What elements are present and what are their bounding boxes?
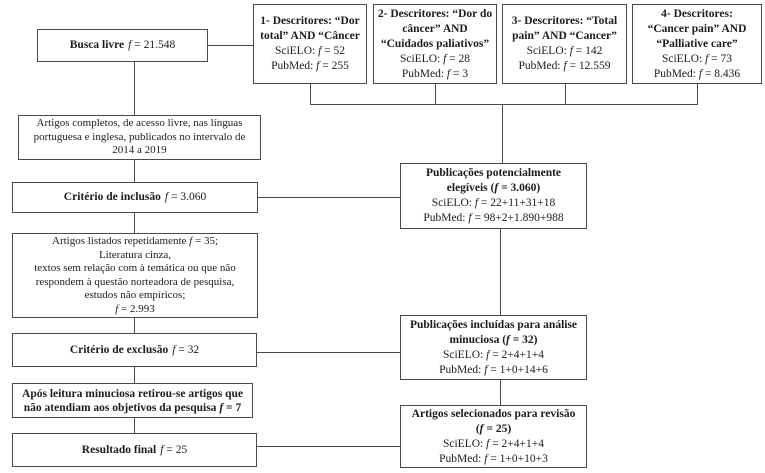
box-value: f = 32 — [172, 343, 200, 356]
box-text: PubMed: f = 255 — [271, 60, 349, 72]
box-descritores-2: 2- Descritores: “Dor do câncer” AND “Cui… — [373, 4, 497, 84]
box-text: respondem à questão norteadora de pesqui… — [35, 275, 235, 288]
box-text: 2- Descritores: “Dor do — [377, 7, 493, 20]
connector-descritores4-drop — [697, 84, 698, 104]
connector-busca-to-descritores1 — [208, 45, 253, 46]
box-text: Literatura cinza, — [98, 248, 172, 261]
box-text: textos sem relação com à temática ou que… — [34, 262, 236, 274]
box-label: Busca livre — [69, 39, 125, 51]
box-text: SciELO: f = 2+4+1+4 — [442, 437, 545, 450]
box-text: SciELO: f = 52 — [274, 45, 346, 57]
box-text: SciELO: f = 22+11+31+18 — [431, 197, 556, 209]
box-text: Artigos listados repetidamente f = 35; — [52, 235, 218, 247]
connector-exclusao-to-incluidas — [257, 352, 400, 353]
box-text: Artigos completos, de acesso livre, nas … — [36, 117, 243, 130]
box-artigos-completos: Artigos completos, de acesso livre, nas … — [18, 115, 261, 160]
box-descritores-4: 4- Descritores: “Cancer pain” AND “Palli… — [632, 4, 762, 84]
box-publicacoes-elegiveis: Publicações potencialmente elegíveis (f … — [400, 163, 587, 229]
box-text: SciELO: f = 2+4+1+4 — [442, 348, 545, 361]
box-text: elegíveis (f = 3.060) — [446, 182, 541, 194]
box-value: f = 25 — [160, 443, 188, 456]
box-text: f = 2.993 — [115, 302, 155, 315]
box-apos-leitura: Após leitura minuciosa retirou-se artigo… — [12, 383, 253, 418]
box-text: PubMed: f = 98+2+1.890+988 — [423, 212, 564, 224]
box-artigos-listados: Artigos listados repetidamente f = 35; L… — [12, 233, 258, 318]
box-text: “Palliative care” — [656, 37, 738, 50]
box-text: 4- Descritores: — [661, 7, 733, 20]
box-text: portuguesa e inglesa, publicados no inte… — [33, 130, 246, 143]
box-text: 2014 a 2019 — [112, 144, 167, 157]
box-text: Publicações potencialmente — [425, 167, 562, 179]
box-descritores-3: 3- Descritores: “Total pain” AND “Cancer… — [502, 4, 627, 84]
connector-descritores3-drop — [565, 84, 566, 104]
box-text: PubMed: f = 1+0+10+3 — [439, 452, 548, 465]
box-publicacoes-incluidas: Publicações incluídas para análise minuc… — [400, 315, 587, 380]
box-text: Publicações incluídas para análise — [409, 318, 578, 331]
box-descritores-1: 1- Descritores: “Dor total” AND “Câncer … — [253, 4, 367, 84]
connector-listados-to-exclusao — [134, 318, 135, 333]
box-text: minuciosa (f = 32) — [449, 333, 538, 346]
connector-descritores2-drop — [435, 84, 436, 104]
box-text: SciELO: f = 28 — [399, 52, 471, 65]
connector-resultado-to-selecionados — [257, 446, 400, 447]
box-text: câncer” AND — [402, 22, 468, 35]
box-label: Critério de exclusão — [69, 343, 169, 356]
box-text: Artigos selecionados para revisão — [411, 407, 576, 420]
box-text: pain” AND “Cancer” — [512, 30, 617, 42]
connector-exclusao-to-apos-leitura — [134, 367, 135, 383]
box-text: “Cuidados paliativos” — [380, 37, 490, 50]
box-artigos-selecionados: Artigos selecionados para revisão (f = 2… — [400, 405, 587, 468]
box-label: Critério de inclusão — [63, 191, 161, 203]
box-value: f = 21.548 — [128, 39, 176, 51]
box-text: PubMed: f = 12.559 — [518, 60, 611, 72]
box-text: PubMed: f = 1+0+14+6 — [439, 363, 548, 376]
connector-apos-leitura-to-resultado — [134, 418, 135, 433]
box-value: f = 3.060 — [164, 191, 207, 203]
box-text: SciELO: f = 142 — [526, 45, 603, 57]
box-text: não atendiam aos objetivos da pesquisa f… — [23, 401, 242, 414]
box-text: total” AND “Câncer — [260, 30, 360, 42]
box-text: PubMed: f = 8.436 — [653, 67, 741, 80]
box-text: 1- Descritores: “Dor — [260, 15, 360, 27]
connector-descritores-collector — [310, 104, 698, 105]
connector-elegiveis-to-incluidas — [500, 229, 501, 315]
box-text: (f = 25) — [475, 422, 512, 435]
connector-inclusao-to-listados — [134, 213, 135, 233]
box-label: Resultado final — [81, 443, 157, 456]
connector-collector-to-elegiveis — [502, 104, 503, 163]
connector-artigos-completos-to-inclusao — [134, 160, 135, 182]
box-text: SciELO: f = 73 — [661, 52, 733, 65]
box-text: “Cancer pain” AND — [647, 22, 747, 35]
box-text: estudos não empíricos; — [84, 289, 186, 301]
connector-incluidas-to-selecionados — [500, 380, 501, 405]
connector-busca-to-artigos-completos — [134, 62, 135, 115]
box-text: PubMed: f = 3 — [401, 67, 469, 80]
box-text: Após leitura minuciosa retirou-se artigo… — [22, 387, 243, 400]
connector-descritores1-drop — [310, 84, 311, 104]
connector-inclusao-to-elegiveis — [258, 197, 400, 198]
box-text: 3- Descritores: “Total — [511, 15, 618, 27]
